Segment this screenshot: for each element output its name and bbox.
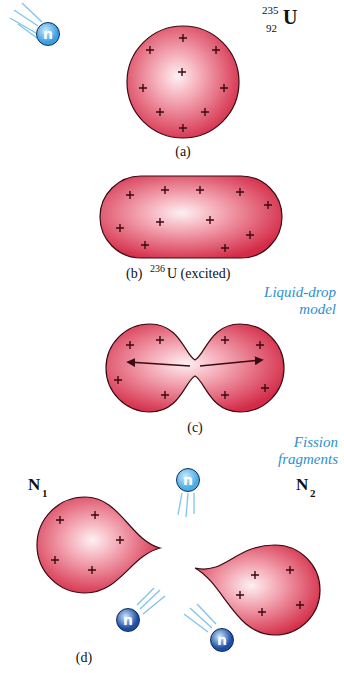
neutron: n — [210, 628, 234, 652]
charge-sign — [236, 591, 244, 599]
fission-fragment — [195, 545, 320, 635]
charge-sign — [56, 516, 64, 524]
separation-arrow — [128, 362, 190, 366]
charge-sign — [141, 241, 149, 249]
panel-label: (a) — [175, 144, 191, 159]
model-caption: Liquid-drop model — [246, 284, 336, 317]
charge-signs — [51, 34, 304, 616]
motion-streaks — [10, 3, 216, 632]
charge-sign — [179, 124, 187, 132]
charge-sign — [179, 34, 187, 42]
mass-number: 235 — [262, 4, 279, 16]
neutron-symbol: n — [217, 633, 227, 647]
neutron-symbol: n — [43, 27, 53, 41]
element-symbol: U — [283, 6, 297, 28]
charge-sign — [114, 376, 122, 384]
fission-fragment — [37, 497, 160, 593]
neutron-symbol: n — [183, 473, 193, 487]
charge-sign — [146, 46, 154, 54]
charge-sign — [236, 188, 244, 196]
charge-sign — [156, 108, 164, 116]
charge-sign — [88, 566, 96, 574]
charge-sign — [116, 536, 124, 544]
fragment-subscript: 2 — [310, 487, 316, 499]
charge-sign — [296, 601, 304, 609]
charge-sign — [221, 244, 229, 252]
charge-sign — [126, 191, 134, 199]
charge-sign — [91, 511, 99, 519]
excited-nucleus — [100, 176, 282, 258]
charge-sign — [258, 608, 266, 616]
uranium-nucleus — [127, 26, 239, 138]
charge-sign — [196, 186, 204, 194]
charge-sign — [261, 384, 269, 392]
panel-label: (c) — [187, 420, 203, 435]
charge-sign — [161, 391, 169, 399]
nucleus-caption: U (excited) — [167, 266, 230, 281]
charge-sign — [221, 391, 229, 399]
charge-sign — [264, 201, 272, 209]
charge-sign — [206, 216, 214, 224]
charge-sign — [221, 336, 229, 344]
charge-sign — [256, 341, 264, 349]
neutron: n — [176, 468, 200, 492]
panel-label: (d) — [76, 650, 92, 665]
charge-sign — [201, 108, 209, 116]
charge-sign — [178, 68, 186, 76]
neutron: n — [36, 22, 60, 46]
mass-number: 236 — [150, 263, 165, 274]
splitting-nucleus — [106, 324, 284, 412]
charge-sign — [126, 341, 134, 349]
charge-sign — [251, 571, 259, 579]
panel-label: (b) — [126, 266, 142, 281]
neutron-symbol: n — [123, 613, 133, 627]
charge-sign — [51, 556, 59, 564]
separation-arrow — [200, 360, 262, 366]
atomic-number: 92 — [266, 22, 277, 34]
neutron: n — [116, 608, 140, 632]
charge-sign — [161, 186, 169, 194]
charge-sign — [139, 84, 147, 92]
charge-sign — [286, 566, 294, 574]
charge-sign — [246, 231, 254, 239]
fragment-name: N — [28, 476, 40, 495]
charge-sign — [220, 84, 228, 92]
fragments-caption: Fission fragments — [246, 434, 338, 467]
charge-sign — [212, 46, 220, 54]
fragment-subscript: 1 — [42, 487, 48, 499]
fragment-name: N — [296, 476, 308, 495]
charge-sign — [116, 224, 124, 232]
charge-sign — [156, 336, 164, 344]
charge-sign — [156, 218, 164, 226]
